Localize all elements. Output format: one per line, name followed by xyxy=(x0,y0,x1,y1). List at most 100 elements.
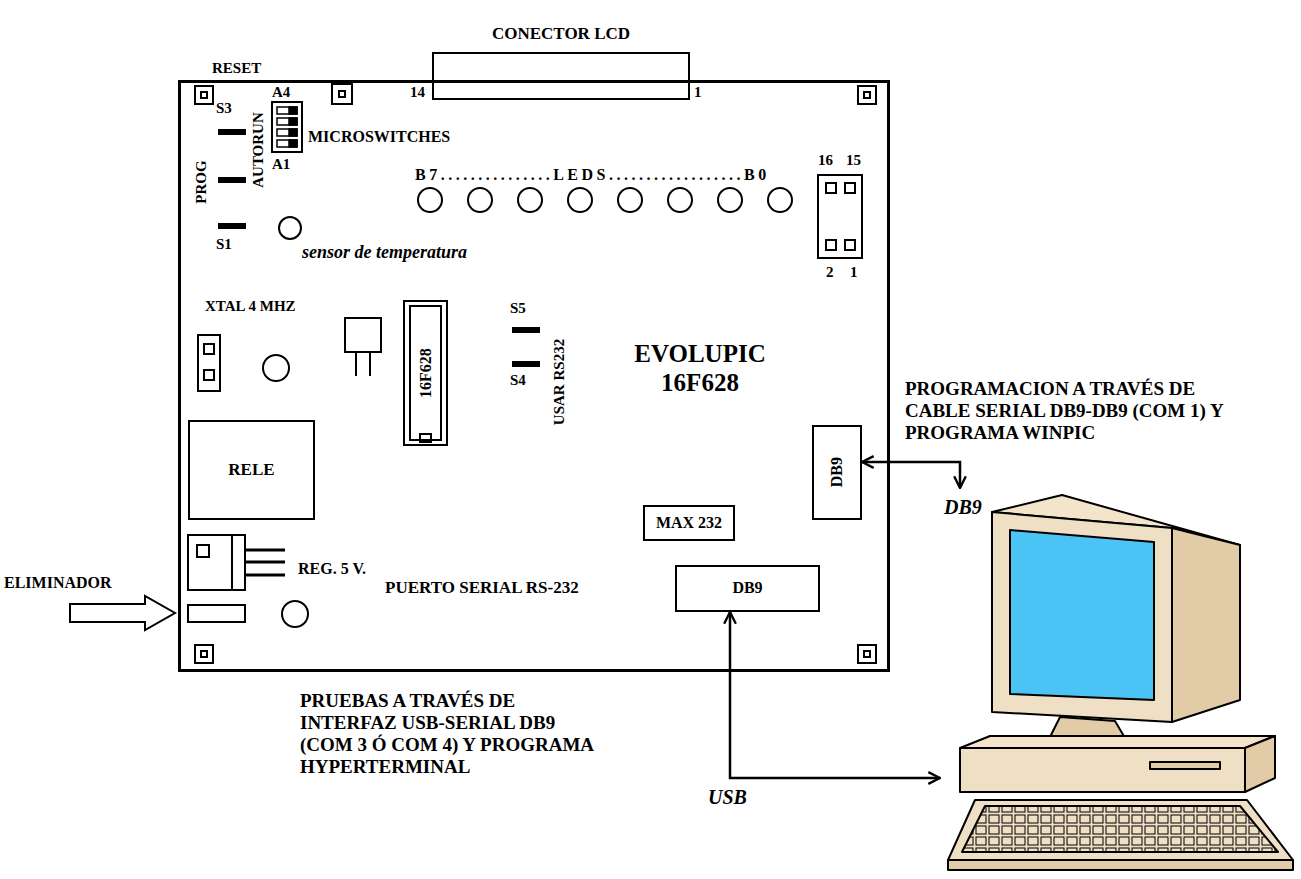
jumper-label: USAR RS232 xyxy=(551,339,568,425)
reset-button xyxy=(332,84,352,104)
pin-header xyxy=(826,183,836,193)
crystal-connector xyxy=(204,344,214,354)
pin-header xyxy=(818,175,862,258)
mounting-hole xyxy=(864,92,870,98)
port-label: PUERTO SERIAL RS-232 xyxy=(385,578,579,598)
node-label: MAX 232 xyxy=(656,514,722,532)
power-label: ELIMINADOR xyxy=(4,574,112,592)
jumper-bar xyxy=(218,223,246,229)
led xyxy=(718,188,742,212)
crystal xyxy=(369,352,371,376)
computer-illustration xyxy=(948,495,1293,870)
computer-illustration xyxy=(948,800,1293,860)
sensor-label: sensor de temperatura xyxy=(302,242,467,263)
capacitor xyxy=(263,355,289,381)
voltage-regulator xyxy=(188,535,285,590)
computer: DB9 xyxy=(940,488,1295,874)
note: PRUEBAS A TRAVÉS DE INTERFAZ USB-SERIAL … xyxy=(300,690,605,777)
jumper-bar xyxy=(218,177,246,183)
chip-detail xyxy=(410,306,441,440)
jumper-bar xyxy=(512,327,540,333)
computer-illustration xyxy=(1050,717,1125,738)
mounting-hole xyxy=(858,86,876,104)
power-jack xyxy=(188,601,308,627)
dip-switch-body xyxy=(289,140,297,147)
dip-switch-body xyxy=(289,118,297,125)
crystal xyxy=(345,318,381,352)
node-label: DB9 xyxy=(732,579,762,597)
jumper-name: S3 xyxy=(216,100,232,117)
computer-illustration xyxy=(962,806,1278,852)
pin-header xyxy=(826,240,836,250)
capacitor xyxy=(263,355,289,381)
note: PROGRAMACION A TRAVÉS DE CABLE SERIAL DB… xyxy=(905,378,1238,444)
pin-header xyxy=(818,175,862,258)
relay-box: RELE xyxy=(188,420,315,520)
node-label: DB9 xyxy=(828,457,846,487)
connector-arrow xyxy=(862,462,960,488)
power-arrow xyxy=(70,596,175,630)
mounting-hole xyxy=(195,86,213,104)
computer-illustration xyxy=(948,860,1293,870)
connector-arrow xyxy=(730,612,940,778)
crystal xyxy=(345,318,381,376)
edge-label: USB xyxy=(706,786,749,809)
led xyxy=(768,188,792,212)
node-label: 16F628 xyxy=(416,348,434,398)
mounting-hole xyxy=(864,651,870,657)
db9-connector: DB9 xyxy=(675,565,820,612)
reset-button xyxy=(332,84,352,104)
db9-connector: DB9 xyxy=(812,425,862,520)
voltage-regulator xyxy=(245,574,285,577)
led xyxy=(418,188,442,212)
crystal-label: XTAL 4 MHZ xyxy=(205,298,296,315)
computer-illustration xyxy=(1010,530,1154,700)
pin-name: A4 xyxy=(272,84,290,101)
crystal-connector xyxy=(198,335,220,391)
led xyxy=(568,188,592,212)
pin-number: 1 xyxy=(850,264,858,281)
crystal-connector xyxy=(204,370,214,380)
dip-switch-body xyxy=(272,102,302,152)
dip-switch-body xyxy=(289,129,297,136)
pic-chip: 16F628 xyxy=(403,300,448,446)
voltage-regulator xyxy=(245,561,285,564)
computer-illustration xyxy=(1172,528,1240,722)
reset-button xyxy=(339,91,345,97)
max232-chip: MAX 232 xyxy=(643,505,735,541)
mounting-hole xyxy=(201,651,207,657)
jumper-name: S5 xyxy=(510,300,526,317)
pin-number: 1 xyxy=(694,84,702,101)
jumper-label: AUTORUN xyxy=(250,112,267,188)
pin-number: 16 xyxy=(818,152,833,169)
pin-number: 2 xyxy=(826,264,834,281)
pin-number: 15 xyxy=(846,152,861,169)
led xyxy=(468,188,492,212)
jumper-bar xyxy=(512,361,540,367)
pin-number: 14 xyxy=(410,84,425,101)
computer-illustration xyxy=(960,748,1245,792)
dip-switch-body xyxy=(277,107,297,114)
mounting-hole xyxy=(858,645,876,663)
mounting-hole xyxy=(195,86,876,663)
dip-switch-body xyxy=(272,102,302,152)
node-label: DB9 xyxy=(944,496,982,519)
node-label: CONECTOR LCD xyxy=(432,24,690,44)
led-label: B7...............LEDS..................B… xyxy=(415,166,770,184)
node-label: MICROSWITCHES xyxy=(308,128,450,146)
node-label: EVOLUPIC 16F628 xyxy=(625,340,775,398)
pin-header xyxy=(845,183,855,193)
chip-detail xyxy=(420,434,431,442)
chip-detail xyxy=(410,306,441,442)
dip-switch-body xyxy=(277,118,297,125)
crystal xyxy=(355,352,357,376)
reset-label: RESET xyxy=(212,60,261,77)
pin-header xyxy=(845,240,855,250)
power-jack xyxy=(282,601,308,627)
led xyxy=(618,188,642,212)
led xyxy=(518,188,542,212)
power-jack xyxy=(188,605,245,622)
dip-switch-body xyxy=(277,129,297,136)
led xyxy=(668,188,692,212)
